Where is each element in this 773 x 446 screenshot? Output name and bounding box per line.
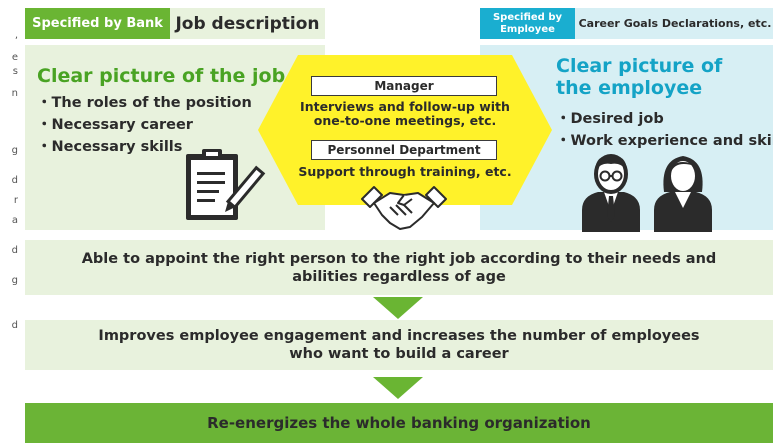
personnel-text: Support through training, etc. xyxy=(298,164,512,179)
down-arrow-icon xyxy=(373,377,423,399)
manager-label: Manager xyxy=(311,76,497,96)
manager-text: Interviews and follow-up with one-to-one… xyxy=(300,99,510,128)
bank-item: ・Necessary skills xyxy=(37,139,183,155)
bank-heading: Clear picture of the job xyxy=(37,65,286,87)
employee-title: Career Goals Declarations, etc. xyxy=(575,8,773,39)
outcome-bar-3: Re-energizes the whole banking organizat… xyxy=(25,403,773,443)
employee-heading: Clear picture of the employee xyxy=(556,55,723,99)
clipboard-icon xyxy=(186,149,266,220)
margin-char: n xyxy=(11,88,18,99)
outcome-bar-1: Able to appoint the right person to the … xyxy=(25,240,773,295)
margin-char: d xyxy=(11,320,18,331)
employee-item: ・Work experience and skills xyxy=(556,133,773,149)
margin-char: a xyxy=(11,215,18,226)
personnel-label: Personnel Department xyxy=(311,140,497,160)
margin-char: s xyxy=(12,66,18,77)
employee-item: ・Desired job xyxy=(556,111,664,127)
margin-char: r xyxy=(13,195,18,206)
margin-char: g xyxy=(11,275,18,286)
bank-tag: Specified by Bank xyxy=(25,8,170,39)
business-woman-icon xyxy=(654,156,712,232)
down-arrow-icon xyxy=(373,297,423,319)
margin-char: g xyxy=(11,145,18,156)
employee-tag: Specified by Employee xyxy=(480,8,575,39)
margin-char: , xyxy=(14,30,18,41)
margin-char: d xyxy=(11,175,18,186)
margin-char: d xyxy=(11,245,18,256)
bank-title: Job description xyxy=(170,8,325,39)
outcome-bar-2: Improves employee engagement and increas… xyxy=(25,320,773,370)
bank-item: ・The roles of the position xyxy=(37,95,252,111)
bank-item: ・Necessary career xyxy=(37,117,193,133)
handshake-icon xyxy=(361,186,447,230)
margin-char: e xyxy=(11,52,18,63)
business-man-icon xyxy=(582,154,640,232)
